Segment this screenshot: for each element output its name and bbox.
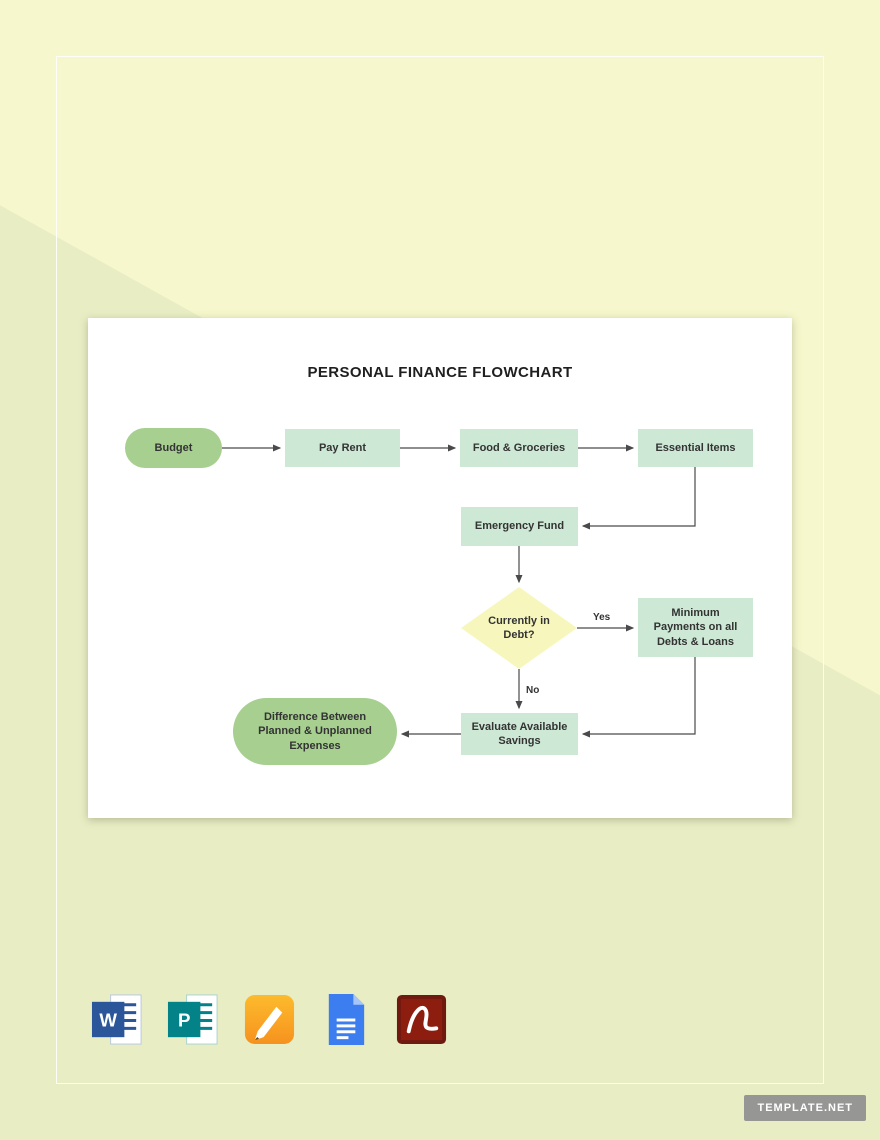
publisher-icon[interactable]: P <box>166 992 221 1047</box>
node-food-groceries: Food & Groceries <box>460 429 578 467</box>
acrobat-icon[interactable] <box>394 992 449 1047</box>
node-difference-expenses: Difference Between Planned & Unplanned E… <box>233 698 397 765</box>
node-minimum-payments: Minimum Payments on all Debts & Loans <box>638 598 753 657</box>
node-pay-rent: Pay Rent <box>285 429 400 467</box>
template-net-watermark: TEMPLATE.NET <box>744 1095 866 1121</box>
svg-text:W: W <box>99 1009 117 1030</box>
node-emergency-fund: Emergency Fund <box>461 507 578 546</box>
page-title: PERSONAL FINANCE FLOWCHART <box>307 364 573 381</box>
edge-label-no: No <box>526 685 540 696</box>
flowchart-sheet: PERSONAL FINANCE FLOWCHART Budget Pay Re… <box>88 318 792 818</box>
svg-text:P: P <box>178 1009 190 1030</box>
node-budget: Budget <box>125 428 222 468</box>
pages-icon[interactable] <box>242 992 297 1047</box>
flowchart-connectors <box>222 444 696 738</box>
node-evaluate-savings: Evaluate Available Savings <box>461 713 578 755</box>
decision-label: Currently in Debt? <box>488 614 550 641</box>
node-essential-items: Essential Items <box>638 429 753 467</box>
word-icon[interactable]: W <box>90 992 145 1047</box>
edge-label-yes: Yes <box>593 612 611 623</box>
google-docs-icon[interactable] <box>318 992 373 1047</box>
format-icons-row: W P <box>90 992 449 1047</box>
